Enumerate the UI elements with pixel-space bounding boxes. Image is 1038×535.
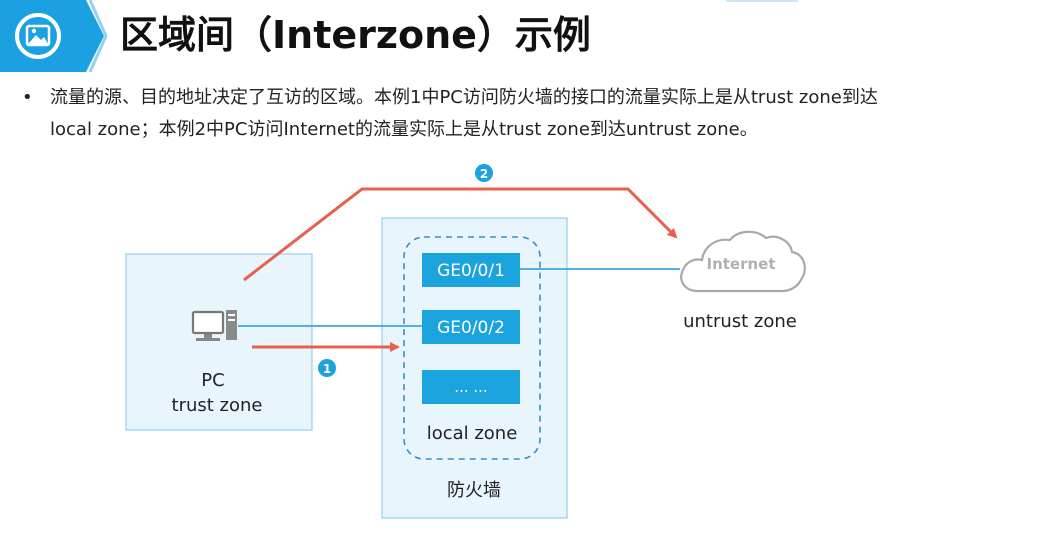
bullet-text: 流量的源、目的地址决定了互访的区域。本例1中PC访问防火墙的接口的流量实际上是从… — [50, 82, 1010, 146]
flow-1-number: 1 — [323, 362, 331, 376]
local-zone-label: local zone — [427, 423, 518, 444]
internet-label: Internet — [706, 255, 775, 273]
local-zone-dashed-box — [403, 236, 541, 460]
interface-ge001-box — [422, 253, 520, 287]
interface-ge001-label: GE0/0/1 — [437, 261, 505, 281]
trust-zone-box — [125, 253, 313, 431]
untrust-zone-label: untrust zone — [683, 311, 797, 332]
flow-2-arrow — [243, 187, 678, 282]
flow-2-marker: 2 — [475, 164, 493, 182]
interface-ge002-box — [422, 310, 520, 344]
bullet-line-1: 流量的源、目的地址决定了互访的区域。本例1中PC访问防火墙的接口的流量实际上是从… — [50, 87, 878, 108]
page-title: 区域间（Interzone）示例 — [120, 13, 591, 57]
interface-other-box — [422, 370, 520, 404]
pc-label: PC — [201, 370, 224, 391]
internet-cloud-icon — [680, 230, 806, 293]
image-icon — [15, 13, 61, 59]
top-accent-line — [726, 0, 798, 2]
flow-2-number: 2 — [480, 167, 488, 181]
flow-1-marker: 1 — [318, 359, 336, 377]
bullet-line-2: local zone；本例2中PC访问Internet的流量实际上是从trust… — [50, 119, 758, 140]
header-chevron — [88, 0, 108, 72]
firewall-label: 防火墙 — [447, 480, 501, 501]
interface-ge002-label: GE0/0/2 — [437, 318, 505, 338]
trust-zone-label: trust zone — [172, 395, 263, 416]
interface-other-label: ... ... — [454, 378, 487, 396]
bullet-marker: • — [22, 87, 33, 108]
header-tab — [0, 0, 104, 72]
pc-icon — [191, 310, 237, 341]
